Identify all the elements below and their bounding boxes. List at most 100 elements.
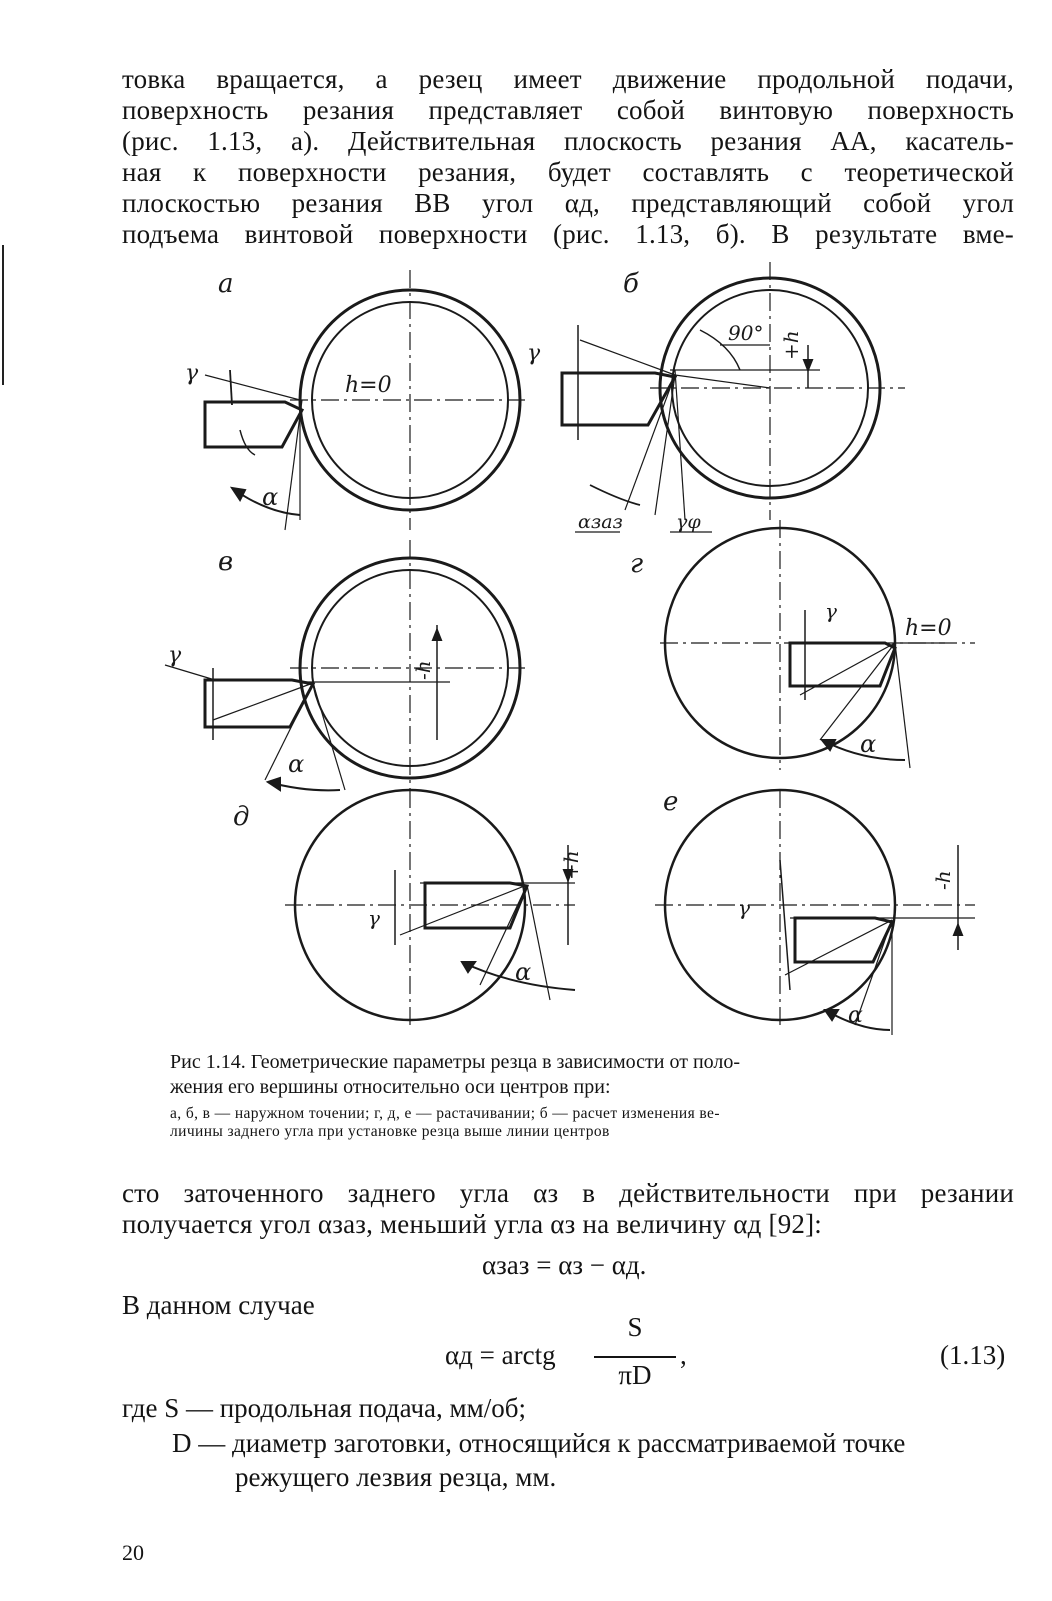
arrow-head (562, 869, 574, 883)
where-line-3: режущего лезвия резца, мм. (235, 1462, 557, 1492)
cutter-geometry-figure: а б в г д е h=0 h=0 +h -h +h -h γ γ γ γ … (164, 262, 975, 1035)
panel-label-a: а (218, 269, 234, 299)
panel-b (560, 262, 905, 533)
arrow-head (819, 739, 837, 752)
caption-legend-line: а, б, в — наружном точении; г, д, е — ра… (170, 1105, 720, 1122)
cutter-body (793, 916, 895, 964)
text-line: (рис. 1.13, а). Действительная плоскость… (122, 126, 1014, 156)
gamma-label: γ (527, 341, 541, 366)
text-line: получается угол αзаз, меньший угла αз на… (122, 1209, 822, 1239)
caption-legend-line: личины заднего угла при установке резца … (170, 1123, 610, 1140)
panel-label-d: д (233, 802, 249, 832)
cutter-body (423, 881, 530, 930)
gamma-label: γ (738, 896, 750, 920)
fraction-bar (594, 1356, 676, 1358)
alpha-label: α (288, 750, 304, 778)
formula-trail: , (680, 1340, 687, 1370)
paragraph-bottom: сто заточенного заднего угла αз в действ… (122, 1178, 1014, 1240)
arrow-head (431, 627, 443, 641)
text-line: ная к поверхности резания, будет составл… (122, 157, 1014, 187)
arrow-head (460, 961, 477, 974)
h-zero-label: h=0 (905, 616, 952, 641)
alpha-label: α (848, 1003, 863, 1028)
gamma-arc (239, 429, 256, 456)
radius-line (674, 374, 771, 389)
flank-line (284, 399, 303, 531)
h-minus-label: -h (931, 870, 955, 890)
caption-line: Рис 1.14. Геометрические параметры резца… (170, 1051, 741, 1073)
rake-line (799, 642, 896, 696)
flank-line-2 (654, 374, 676, 516)
panel-e (655, 788, 975, 1035)
formula-denominator: πD (618, 1360, 652, 1390)
panel-v (164, 540, 530, 792)
formula-numerator: S (627, 1312, 643, 1342)
equation-number: (1.13) (940, 1340, 1006, 1370)
panel-a (203, 270, 530, 531)
alpha-label: α (515, 958, 531, 986)
gamma-label: γ (185, 361, 199, 386)
arrow-line (229, 369, 233, 406)
formula-alpha-zaz: αзаз = αз − αд. (482, 1250, 647, 1280)
h-zero-label: h=0 (345, 373, 392, 398)
alpha-label: α (860, 730, 876, 758)
angle-90-label: 90° (728, 321, 763, 345)
where-line-1: где S — продольная подача, мм/об; (122, 1393, 526, 1423)
rake-line (399, 884, 528, 936)
arrow-head (265, 776, 281, 792)
leader-line (204, 374, 301, 401)
panel-d (285, 788, 576, 1030)
figure-caption-legend: а, б, в — наружном точении; г, д, е — ра… (170, 1105, 970, 1141)
cutter-body (560, 371, 678, 427)
flank-line (819, 642, 896, 741)
in-this-case-text: В данном случае (122, 1290, 315, 1320)
arrow-head (952, 922, 964, 936)
flank-line (479, 884, 528, 986)
arrow-line (779, 859, 791, 991)
cutter-body (203, 400, 305, 449)
flank-line-2 (894, 642, 911, 769)
alpha-label: α (262, 483, 278, 511)
flank-line (624, 374, 676, 511)
scan-mark-line (2, 245, 4, 385)
text-line: плоскостью резания ВВ угол αд, представл… (122, 188, 1014, 218)
arrow-head (229, 486, 247, 502)
rake-line (212, 682, 314, 721)
angle-90-arc (699, 329, 741, 371)
flank-line (264, 682, 314, 781)
arrow-head (823, 1009, 840, 1022)
text-line: товка вращается, а резец имеет движение … (122, 64, 1014, 94)
caption-line: жения его вершины относительно оси центр… (170, 1076, 611, 1098)
panel-g (660, 520, 975, 770)
gamma-label: γ (168, 643, 182, 668)
arrow-head (802, 359, 814, 373)
tangent-line (579, 339, 676, 376)
gamma-phi-label: γφ (676, 511, 701, 533)
paragraph-top: товка вращается, а резец имеет движение … (122, 64, 1014, 250)
h-minus-label: -h (411, 660, 435, 680)
alpha-zaz-arc (589, 484, 641, 506)
formula-lhs: αд = arctg (445, 1340, 556, 1370)
where-line-2: D — диаметр заготовки, относящийся к рас… (172, 1428, 906, 1458)
h-plus-label: +h (559, 850, 583, 880)
cutter-body (788, 641, 897, 688)
flank-line-2 (526, 884, 551, 1001)
h-plus-label: +h (779, 330, 803, 360)
flank-line-2 (312, 682, 346, 791)
figure-caption: Рис 1.14. Геометрические параметры резца… (170, 1050, 970, 1100)
rake-line (784, 919, 893, 976)
panel-label-e: е (663, 787, 678, 817)
gamma-label: γ (825, 599, 837, 623)
gamma-label: γ (368, 906, 380, 930)
panel-label-g: г (630, 549, 643, 579)
text-line: сто заточенного заднего угла αз в действ… (122, 1178, 1014, 1208)
text-line: поверхность резания представляет собой в… (122, 95, 1014, 125)
alpha-zaz-label: αзаз (578, 511, 623, 533)
text-line: подъема винтовой поверхности (рис. 1.13,… (122, 219, 1014, 249)
vertical-line (674, 369, 686, 521)
page-number: 20 (122, 1540, 144, 1565)
panel-label-v: в (218, 547, 233, 577)
flank-line (854, 919, 893, 1026)
leader-line (164, 664, 216, 681)
panel-label-b: б (623, 269, 639, 299)
